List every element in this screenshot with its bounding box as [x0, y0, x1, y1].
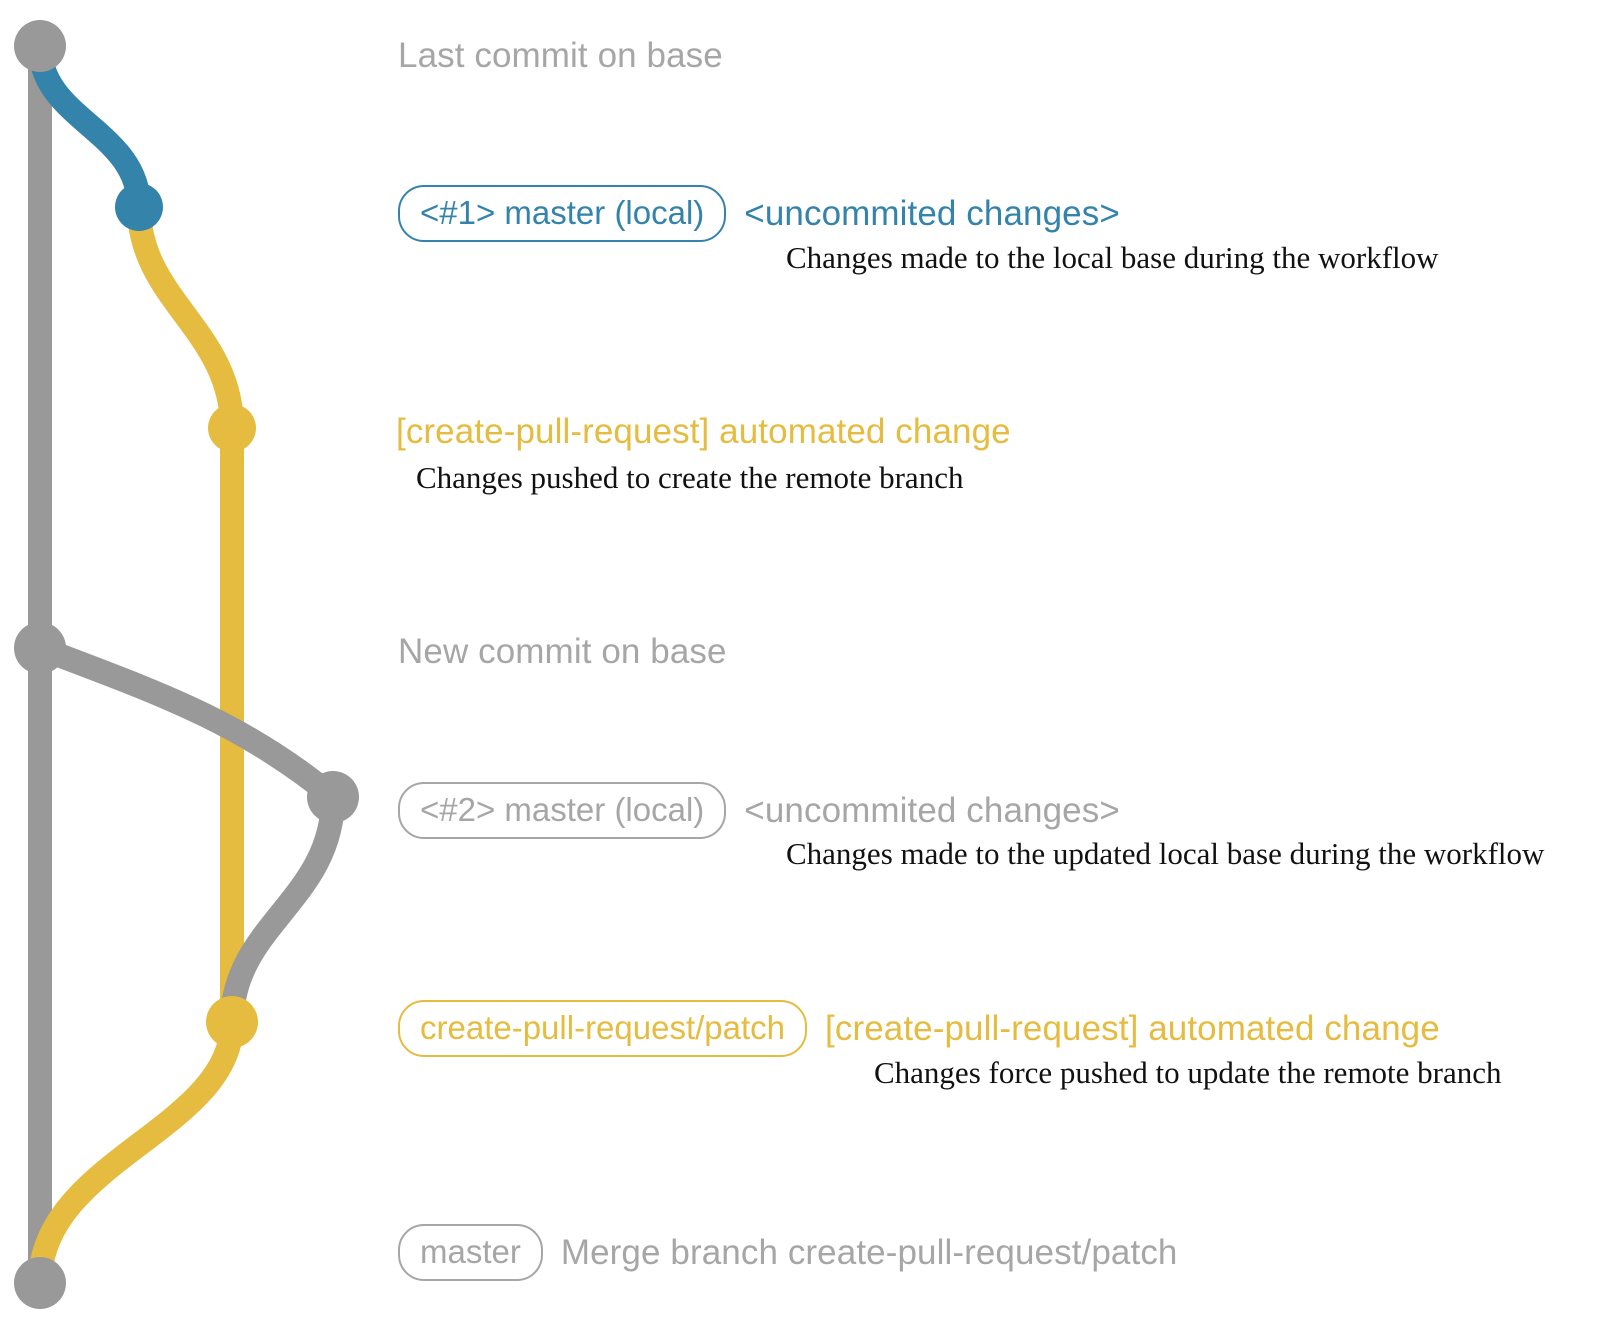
commit-subject-automated-change-1: [create-pull-request] automated change [396, 412, 1011, 451]
commit-description-3: Changes made to the updated local base d… [786, 836, 1545, 871]
commit-subject-automated-change-2: [create-pull-request] automated change [825, 1008, 1440, 1048]
row-master-local-1: <#1> master (local) <uncommited changes> [398, 185, 1120, 242]
row-new-commit-on-base: New commit on base [398, 632, 727, 672]
commit-subject-merge-branch: Merge branch create-pull-request/patch [560, 1232, 1178, 1272]
commit-subject-uncommited-changes-1: <uncommited changes> [744, 193, 1120, 233]
commit-description-2: Changes pushed to create the remote bran… [416, 460, 964, 495]
commit-node-base-head[interactable] [14, 20, 66, 72]
branch-badge-create-pull-request-patch[interactable]: create-pull-request/patch [398, 1000, 808, 1057]
commit-subject-last-commit-on-base: Last commit on base [398, 36, 723, 75]
branch-badge-master[interactable]: master [398, 1224, 543, 1281]
commit-node-local-1[interactable] [115, 183, 163, 231]
edge-local2-to-patch2 [220, 785, 345, 1034]
commit-subject-uncommited-changes-2: <uncommited changes> [744, 790, 1120, 830]
branch-badge-master-local-1[interactable]: <#1> master (local) [398, 185, 727, 242]
commit-node-local-2[interactable] [307, 771, 359, 823]
row-merge-commit: master Merge branch create-pull-request/… [398, 1224, 1177, 1281]
row-master-local-2: <#2> master (local) <uncommited changes> [398, 782, 1120, 839]
commit-subject-new-commit-on-base: New commit on base [398, 632, 727, 671]
commit-node-patch-1[interactable] [208, 404, 256, 452]
commit-node-base-new[interactable] [14, 622, 66, 674]
row-last-commit-on-base: Last commit on base [398, 36, 723, 76]
edge-local1-to-patch1 [127, 195, 244, 440]
row-automated-change-2: create-pull-request/patch [create-pull-r… [398, 1000, 1440, 1057]
edge-basenew-to-local2 [28, 636, 345, 809]
commit-node-patch-2[interactable] [206, 996, 258, 1048]
row-automated-change-1: [create-pull-request] automated change [396, 412, 1011, 452]
edge-base-to-local1 [28, 34, 151, 219]
branch-badge-master-local-2[interactable]: <#2> master (local) [398, 782, 727, 839]
commit-description-4: Changes force pushed to update the remot… [874, 1055, 1502, 1090]
commit-description-1: Changes made to the local base during th… [786, 240, 1439, 275]
commit-node-merge-master[interactable] [14, 1257, 66, 1309]
edge-patch2-to-merge [28, 1010, 244, 1295]
